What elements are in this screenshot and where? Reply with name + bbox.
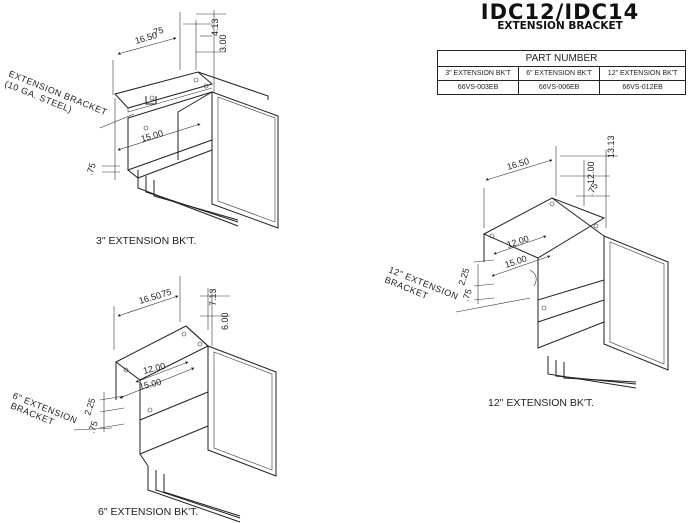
dim-12in-width: 16.50: [506, 156, 530, 172]
dim-12in-depth: 13.13: [606, 135, 616, 158]
view-6in-extension: 16.50 .75 7.13 6.00 12.00 15.00 2.25 .75…: [9, 276, 277, 523]
dim-12in-inner: 12.00: [506, 233, 531, 249]
dim-3in-offset-side: .75: [84, 162, 97, 177]
dim-12in-offset-side: .75: [460, 288, 473, 303]
view-12in-extension: 16.50 13.13 12.00 .75 12.00 15.00 2.25 .…: [383, 135, 669, 389]
part-number-12in: 66VS-012EB: [599, 80, 686, 95]
dim-6in-inner: 12.00: [142, 361, 166, 376]
dim-3in-depth: 4.13: [210, 18, 220, 36]
dim-3in-extension: 3.00: [218, 34, 228, 52]
dim-12in-span: 15.00: [504, 253, 529, 269]
dim-6in-extension: 6.00: [220, 312, 230, 330]
part-number-6in: 66VS-006EB: [518, 80, 601, 95]
part-number-table: PART NUMBER 3" EXTENSION BK'T 6" EXTENSI…: [436, 50, 686, 95]
dim-6in-drop: 2.25: [82, 397, 97, 417]
page-subtitle: EXTENSION BRACKET: [497, 20, 623, 32]
dim-6in-depth: 7.13: [208, 288, 218, 306]
view-3in-extension: 16.50 .75 4.13 3.00 15.00 .75 EXTENSION …: [3, 10, 279, 229]
dim-12in-extension-top: 12.00: [586, 161, 596, 184]
part-number-3in: 66VS-003EB: [436, 80, 520, 95]
page-title: IDC12/IDC14: [480, 0, 640, 24]
dim-3in-offset-top: .75: [150, 25, 165, 38]
dim-3in-span: 15.00: [140, 128, 164, 144]
dim-6in-offset-side: .75: [86, 420, 99, 435]
caption-3in: 3" EXTENSION BK'T.: [96, 235, 197, 247]
dim-6in-offset-top: .75: [158, 287, 173, 300]
caption-6in: 6" EXTENSION BK'T.: [98, 506, 199, 518]
dim-12in-drop: 2.25: [456, 267, 471, 287]
caption-12in: 12" EXTENSION BK'T.: [488, 397, 595, 409]
